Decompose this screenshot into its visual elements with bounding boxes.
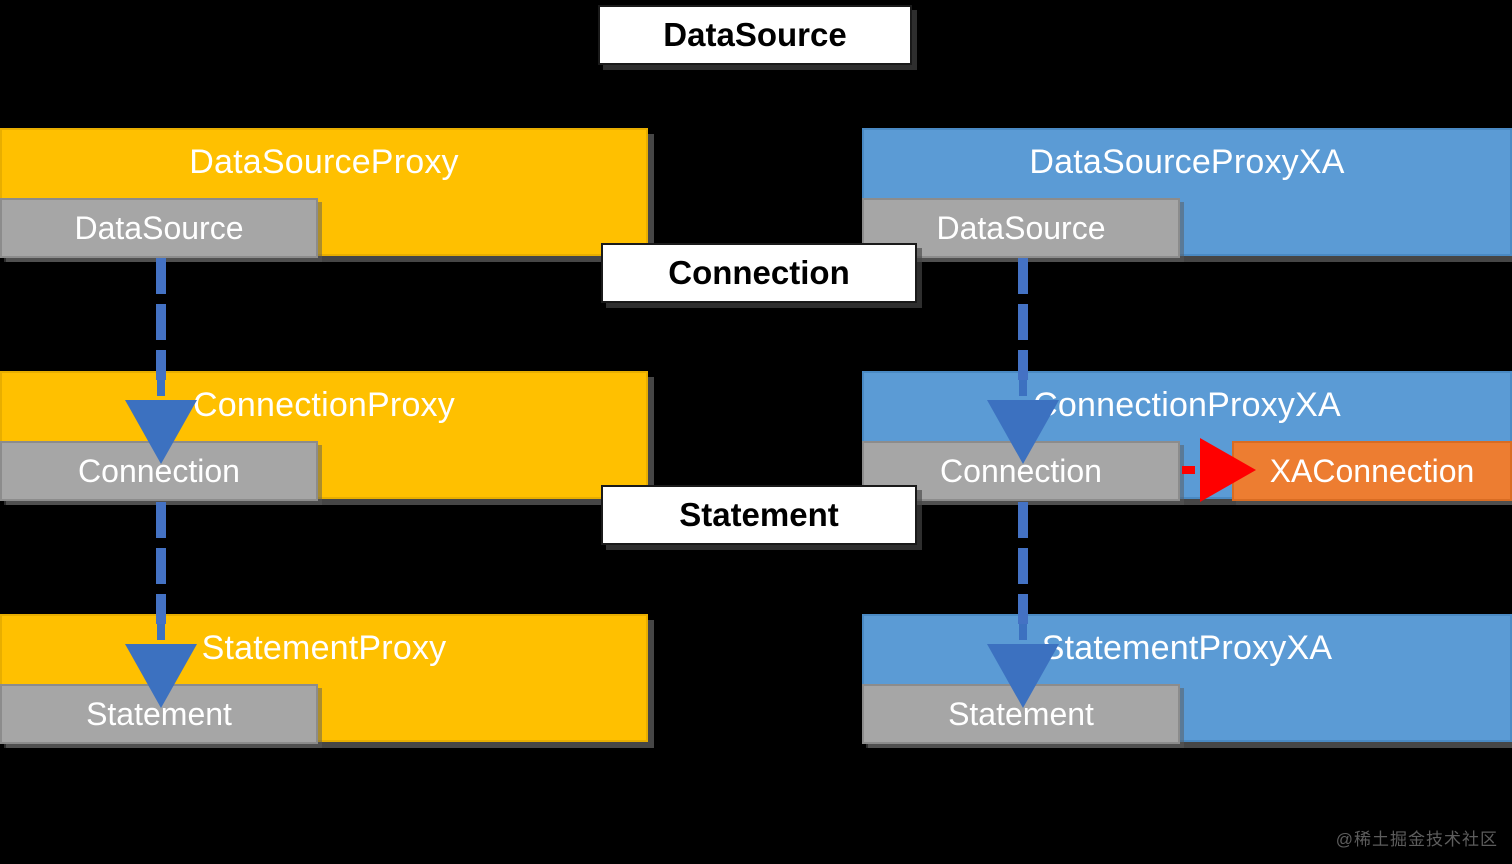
- interface-box-connection: Connection: [601, 243, 917, 303]
- interface-label-statement: Statement: [679, 496, 839, 533]
- block-title-statement-proxy-xa: StatementProxyXA: [1041, 629, 1333, 667]
- member-box-statement-left: Statement: [0, 684, 318, 744]
- interface-label-connection: Connection: [668, 254, 850, 291]
- member-label-connection-right: Connection: [940, 452, 1102, 489]
- interface-box-statement: Statement: [601, 485, 917, 545]
- block-datasource-proxy[interactable]: DataSourceProxy: [0, 128, 648, 256]
- block-title-datasource-proxy-xa: DataSourceProxyXA: [1029, 143, 1345, 181]
- xaconnection-box[interactable]: XAConnection: [1232, 441, 1512, 501]
- member-box-datasource-left: DataSource: [0, 198, 318, 258]
- interface-box-datasource: DataSource: [598, 5, 912, 65]
- block-title-datasource-proxy: DataSourceProxy: [189, 143, 459, 181]
- watermark: @稀土掘金技术社区: [1335, 830, 1498, 849]
- block-title-connection-proxy: ConnectionProxy: [193, 386, 455, 424]
- member-box-statement-right: Statement: [862, 684, 1180, 744]
- member-box-connection-left: Connection: [0, 441, 318, 501]
- block-title-connection-proxy-xa: ConnectionProxyXA: [1033, 386, 1341, 424]
- xaconnection-label: XAConnection: [1269, 452, 1475, 489]
- member-label-statement-right: Statement: [948, 695, 1094, 732]
- member-label-datasource-right: DataSource: [936, 209, 1106, 246]
- member-label-datasource-left: DataSource: [74, 209, 244, 246]
- member-label-statement-left: Statement: [86, 695, 232, 732]
- interface-label-datasource: DataSource: [663, 16, 847, 53]
- member-label-connection-left: Connection: [78, 452, 240, 489]
- block-title-statement-proxy: StatementProxy: [201, 629, 447, 667]
